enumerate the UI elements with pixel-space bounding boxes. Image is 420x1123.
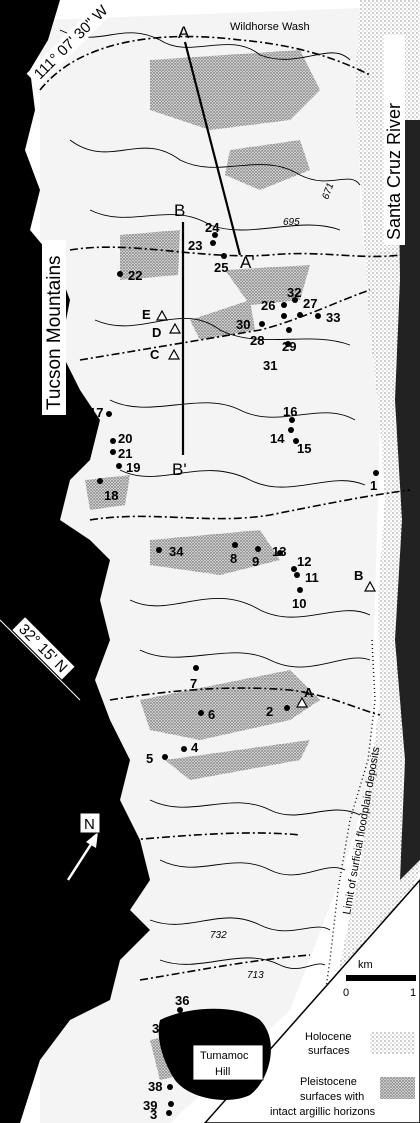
wildhorse-wash-label: Wildhorse Wash (230, 21, 310, 33)
site-17: 17 (89, 405, 103, 420)
xs-a-label: A (178, 23, 190, 42)
svg-text:intact argillic horizons: intact argillic horizons (270, 1106, 376, 1118)
xs-a-prime-label: A' (240, 253, 255, 272)
santa-cruz-floodplain (330, 0, 420, 1040)
svg-text:Tucson Mountains: Tucson Mountains (44, 255, 65, 410)
site-21: 21 (118, 446, 132, 461)
site-15: 15 (297, 441, 311, 456)
east-dark-strip (395, 120, 420, 880)
site-points (97, 232, 379, 1116)
svg-text:Pleistocene: Pleistocene (300, 1076, 357, 1088)
site-26: 26 (261, 298, 275, 313)
site-12: 12 (297, 554, 311, 569)
xs-b-label: B (174, 201, 185, 220)
contour-lines (59, 29, 371, 969)
site-7: 7 (190, 676, 197, 691)
site-3: 3 (150, 1107, 157, 1122)
site-24: 24 (205, 220, 220, 235)
svg-text:0: 0 (343, 987, 349, 999)
svg-text:Tumamoc: Tumamoc (200, 1050, 249, 1062)
north-arrow: N (66, 812, 101, 881)
site-20: 20 (118, 431, 132, 446)
tri-c-label: C (150, 347, 160, 362)
site-14: 14 (270, 431, 285, 446)
svg-text:Santa Cruz River: Santa Cruz River (384, 103, 404, 240)
site-38: 38 (148, 1079, 162, 1094)
cross-section-a-line (183, 41, 242, 256)
contour-713: 713 (247, 970, 264, 981)
contour-732: 732 (210, 930, 227, 941)
site-37: 37 (196, 1010, 210, 1025)
site-11: 11 (305, 570, 319, 585)
svg-text:N: N (84, 816, 95, 833)
site-19: 19 (126, 460, 140, 475)
tumamoc-hill-label: Tumamoc Hill (192, 1044, 264, 1081)
site-13: 13 (272, 544, 286, 559)
tri-a-label: A (304, 685, 314, 700)
site-8: 8 (230, 551, 237, 566)
site-10: 10 (292, 596, 306, 611)
svg-text:Hill: Hill (215, 1066, 230, 1078)
site-27: 27 (303, 296, 317, 311)
site-29: 29 (282, 339, 296, 354)
legend: Holocene surfaces Pleistocene surfaces w… (270, 1031, 415, 1118)
site-30: 30 (236, 317, 250, 332)
contour-671: 671 (320, 182, 336, 201)
site-16: 16 (283, 404, 297, 419)
site-31: 31 (263, 358, 277, 373)
site-1: 1 (370, 478, 377, 493)
tucson-mountains-label: Tucson Mountains (42, 240, 66, 415)
site-22: 22 (128, 268, 142, 283)
svg-text:1: 1 (410, 987, 416, 999)
site-39: 39 (143, 1098, 157, 1113)
santa-cruz-label: Santa Cruz River (384, 35, 405, 245)
tri-d-label: D (152, 325, 161, 340)
site-4: 4 (191, 740, 199, 755)
site-18: 18 (104, 488, 118, 503)
site-2: 2 (266, 704, 273, 719)
site-36: 36 (175, 993, 189, 1008)
legend-swatch-pleistocene (380, 1077, 415, 1099)
svg-text:Holocene: Holocene (305, 1031, 351, 1043)
scale-bar: km 0 1 (343, 959, 416, 999)
drainage-lines (39, 35, 411, 981)
tri-b-label: B (354, 568, 363, 583)
site-25: 25 (214, 260, 228, 275)
latitude-tick (0, 619, 81, 701)
site-33: 33 (326, 310, 340, 325)
triangle-points (155, 309, 377, 708)
site-32: 32 (287, 285, 301, 300)
floodplain-limit-line (319, 639, 376, 1031)
tucson-mountains-mass (0, 0, 150, 1123)
legend-swatch-holocene (370, 1032, 415, 1054)
site-labels: 1 2 3 4 5 6 7 8 9 10 11 12 13 14 15 16 1… (89, 220, 377, 1122)
svg-text:km: km (358, 959, 373, 971)
xs-b-prime-label: B' (172, 460, 187, 479)
site-5: 5 (146, 751, 153, 766)
triangle-labels: A B C D E (142, 307, 363, 700)
site-28: 28 (250, 333, 264, 348)
contour-695: 695 (283, 217, 300, 228)
svg-text:surfaces: surfaces (308, 1045, 350, 1057)
site-9: 9 (252, 554, 259, 569)
site-6: 6 (208, 707, 215, 722)
site-34: 34 (169, 544, 184, 559)
svg-text:surfaces with: surfaces with (300, 1091, 364, 1103)
tri-e-label: E (142, 307, 151, 322)
site-35: 35 (152, 1021, 166, 1036)
site-23: 23 (188, 238, 202, 253)
